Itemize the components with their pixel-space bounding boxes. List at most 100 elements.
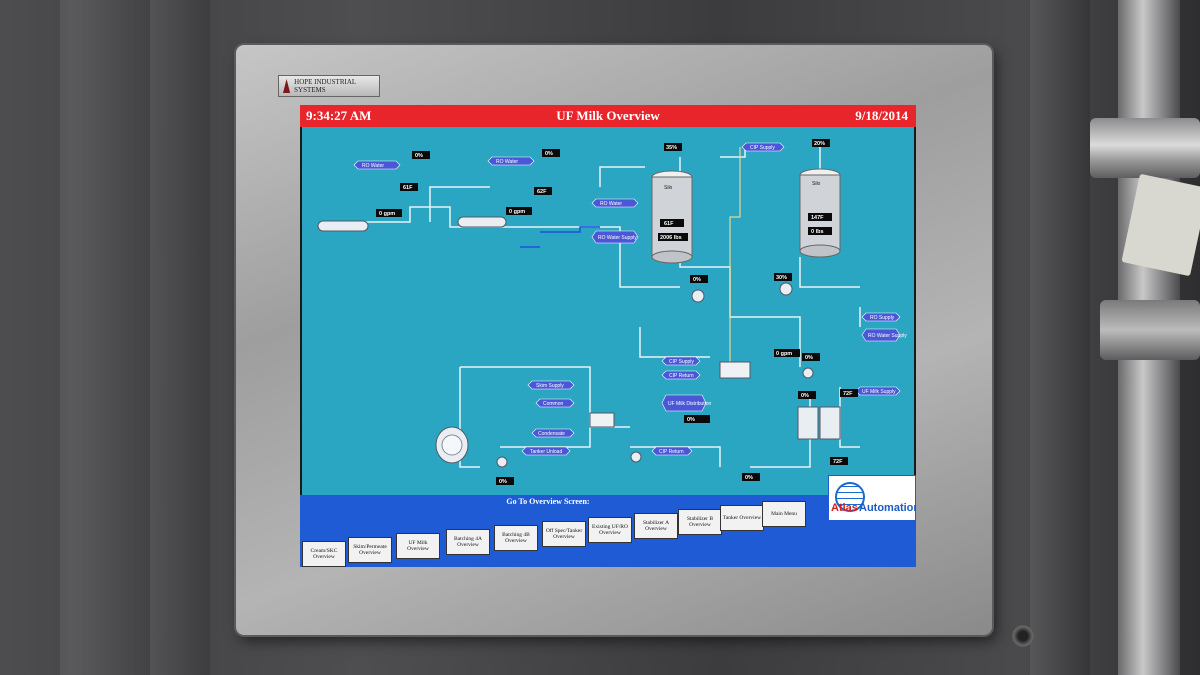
nav-button-tanker[interactable]: Tanker Overview xyxy=(720,505,764,531)
globe-icon xyxy=(835,482,865,512)
nav-button-batching-4b[interactable]: Batching 4B Overview xyxy=(494,525,538,551)
svg-text:RO Supply: RO Supply xyxy=(870,315,895,321)
svg-text:0 gpm: 0 gpm xyxy=(379,211,395,217)
nav-button-skim-permeate[interactable]: Skim/Permeate Overview xyxy=(348,537,392,563)
svg-text:0%: 0% xyxy=(693,277,701,283)
tag-ro-water-1[interactable]: RO Water xyxy=(353,160,401,170)
readout: 0% xyxy=(690,275,708,283)
svg-text:0%: 0% xyxy=(545,151,553,157)
svg-text:0 gpm: 0 gpm xyxy=(509,209,525,215)
svg-text:0%: 0% xyxy=(499,479,507,485)
tag-ro-water-supply-right[interactable]: RO Water Supply xyxy=(861,328,907,342)
svg-text:Tanker Unload: Tanker Unload xyxy=(530,449,562,455)
readout: 0% xyxy=(542,149,560,157)
svg-text:62F: 62F xyxy=(537,189,547,195)
svg-text:RO Water: RO Water xyxy=(496,159,518,165)
logo-word-atlas: Atlas xyxy=(831,502,858,514)
plate-exchanger xyxy=(589,361,751,428)
hmi-title-bar: 9:34:27 AM UF Milk Overview 9/18/2014 xyxy=(300,105,916,127)
readout: 61F xyxy=(660,219,684,227)
pumps xyxy=(496,282,814,468)
readout: 2006 lbs xyxy=(658,233,688,241)
heat-exchanger-left xyxy=(317,220,369,232)
nav-button-stabilizer-b[interactable]: Stabilizer B Overview xyxy=(678,509,722,535)
readout: 35% xyxy=(664,143,682,151)
tag-cip-supply-top[interactable]: CIP Supply xyxy=(741,142,785,152)
svg-text:72F: 72F xyxy=(843,391,853,397)
tag-ro-water-3[interactable]: RO Water xyxy=(591,198,639,208)
readout: 0% xyxy=(684,415,710,423)
tag-common: Common xyxy=(535,398,575,408)
svg-text:CIP Return: CIP Return xyxy=(669,373,694,379)
readout: 0% xyxy=(742,473,760,481)
separator-tank xyxy=(435,426,469,464)
svg-text:61F: 61F xyxy=(664,221,674,227)
silo-left-label: Silo xyxy=(664,185,673,191)
clock-time: 9:34:27 AM xyxy=(306,108,372,123)
svg-text:Condensate: Condensate xyxy=(538,431,565,437)
clock-date: 9/18/2014 xyxy=(855,108,908,123)
hmi-screen: 9:34:27 AM UF Milk Overview 9/18/2014 xyxy=(300,105,916,567)
svg-text:CIP Supply: CIP Supply xyxy=(669,359,694,365)
tag-cip-return-mid[interactable]: CIP Return xyxy=(661,370,701,380)
svg-text:0%: 0% xyxy=(687,417,695,423)
svg-text:UF Milk Supply: UF Milk Supply xyxy=(862,389,896,395)
silo-left xyxy=(651,170,693,264)
tag-ro-water-supply[interactable]: RO Water Supply xyxy=(591,230,639,244)
svg-text:20%: 20% xyxy=(814,141,825,147)
readout: 61F xyxy=(400,183,418,191)
svg-text:CIP Return: CIP Return xyxy=(659,449,684,455)
tag-ro-supply[interactable]: RO Supply xyxy=(861,312,901,322)
pipe-flange xyxy=(1100,300,1200,360)
readout: 0% xyxy=(798,391,816,399)
nav-button-cream-skc[interactable]: Cream/SKC Overview xyxy=(302,541,346,567)
nav-button-stabilizer-a[interactable]: Stabilizer A Overview xyxy=(634,513,678,539)
nav-button-existing-uf-ro[interactable]: Existing UF/RO Overview xyxy=(588,517,632,543)
readout: 0% xyxy=(412,151,430,159)
logo-word-automation: Automation xyxy=(859,502,916,514)
svg-text:147F: 147F xyxy=(811,215,824,221)
tag-cip-supply-mid[interactable]: CIP Supply xyxy=(661,356,701,366)
tag-tanker-unload[interactable]: Tanker Unload xyxy=(521,446,571,456)
svg-text:2006 lbs: 2006 lbs xyxy=(660,235,682,241)
tag-ro-water-2[interactable]: RO Water xyxy=(487,156,535,166)
cooler-units xyxy=(797,406,841,440)
svg-text:0%: 0% xyxy=(801,393,809,399)
readout: 0 lbs xyxy=(808,227,832,235)
atlas-automation-logo: Atlas Automation xyxy=(828,475,916,521)
nav-button-batching-4a[interactable]: Batching 4A Overview xyxy=(446,529,490,555)
svg-text:30%: 30% xyxy=(776,275,787,281)
silo-right xyxy=(799,168,841,258)
nav-button-main-menu[interactable]: Main Menu xyxy=(762,501,806,527)
readout: 147F xyxy=(808,213,832,221)
tag-uf-milk-supply[interactable]: UF Milk Supply xyxy=(855,386,901,396)
nav-button-uf-milk[interactable]: UF Milk Overview xyxy=(396,533,440,559)
tag-uf-milk-distribution[interactable]: UF Milk Distribution xyxy=(661,394,712,412)
svg-text:CIP Supply: CIP Supply xyxy=(750,145,775,151)
svg-text:RO Water Supply: RO Water Supply xyxy=(868,333,907,339)
svg-text:0 gpm: 0 gpm xyxy=(776,351,792,357)
svg-text:0%: 0% xyxy=(415,153,423,159)
svg-text:0 lbs: 0 lbs xyxy=(811,229,824,235)
svg-text:35%: 35% xyxy=(666,145,677,151)
screen-title: UF Milk Overview xyxy=(556,108,660,123)
readout: 0 gpm xyxy=(376,209,402,217)
svg-text:Skim Supply: Skim Supply xyxy=(536,383,564,389)
silo-right-label: Silo xyxy=(812,181,821,187)
readout: 30% xyxy=(774,273,792,281)
heat-exchanger-mid xyxy=(457,216,507,228)
svg-text:UF Milk Distribution: UF Milk Distribution xyxy=(668,401,712,407)
readout: 0% xyxy=(496,477,514,485)
svg-text:RO Water: RO Water xyxy=(600,201,622,207)
nav-header: Go To Overview Screen: xyxy=(506,497,590,506)
readout: 72F xyxy=(840,389,858,397)
svg-text:RO Water Supply: RO Water Supply xyxy=(598,235,637,241)
process-diagram: RO Water RO Water RO Water RO Water Supp… xyxy=(317,139,907,485)
tag-skim-supply[interactable]: Skim Supply xyxy=(527,380,575,390)
svg-text:61F: 61F xyxy=(403,185,413,191)
readout: 20% xyxy=(812,139,830,147)
nav-button-off-spec-tanker[interactable]: Off Spec/Tanker Overview xyxy=(542,521,586,547)
steel-pipe-fitting xyxy=(1090,118,1200,178)
svg-text:Common: Common xyxy=(543,401,564,407)
tag-cip-return-low[interactable]: CIP Return xyxy=(651,446,693,456)
